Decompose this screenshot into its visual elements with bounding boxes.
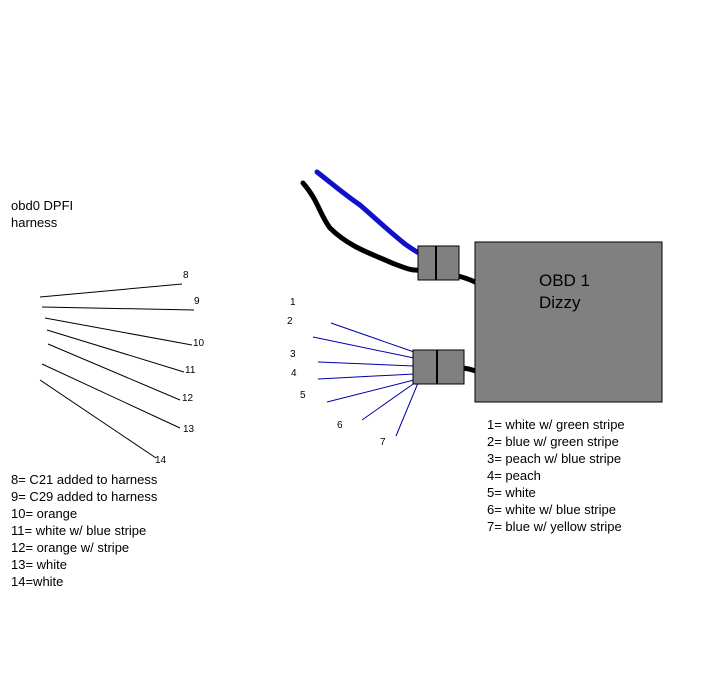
harness-wire-number-12: 12 bbox=[182, 393, 194, 404]
dizzy-legend-item: 3= peach w/ blue stripe bbox=[487, 451, 622, 466]
dizzy-pin-wires bbox=[312, 322, 419, 437]
dizzy-legend-item: 6= white w/ blue stripe bbox=[487, 502, 616, 517]
dizzy-legend-item: 2= blue w/ green stripe bbox=[487, 434, 619, 449]
harness-legend-item: 12= orange w/ stripe bbox=[11, 540, 130, 555]
pin-wire-3 bbox=[312, 336, 415, 359]
dizzy-wire-number-1: 1 bbox=[290, 297, 296, 308]
dizzy-legend-item: 1= white w/ green stripe bbox=[487, 417, 625, 432]
black-cable-upper bbox=[300, 180, 422, 273]
dizzy-label-line-1: OBD 1 bbox=[539, 271, 591, 290]
harness-wire-number-8: 8 bbox=[183, 270, 189, 281]
harness-legend-item: 9= C29 added to harness bbox=[11, 489, 158, 504]
pin-wire-4 bbox=[317, 361, 415, 367]
harness-wire-9 bbox=[41, 306, 195, 311]
dizzy-legend-item: 5= white bbox=[487, 485, 536, 500]
pin-wire-6 bbox=[326, 379, 415, 403]
dizzy-wire-number-6: 6 bbox=[337, 420, 343, 431]
dizzy-label-line-2: Dizzy bbox=[539, 293, 581, 312]
upper-connector bbox=[417, 245, 460, 281]
harness-wire-number-11: 11 bbox=[185, 365, 196, 376]
dizzy-wire-number-3: 3 bbox=[290, 349, 296, 360]
harness-wire-10 bbox=[44, 317, 193, 346]
dizzy-legend-item: 4= peach bbox=[487, 468, 541, 483]
harness-wire-number-9: 9 bbox=[194, 296, 200, 307]
harness-wire-number-14: 14 bbox=[155, 455, 167, 466]
dizzy-wire-number-7: 7 bbox=[380, 437, 386, 448]
harness-wire-12 bbox=[47, 343, 181, 401]
dizzy-legend-item: 7= blue w/ yellow stripe bbox=[487, 519, 622, 534]
harness-wire-14 bbox=[39, 379, 157, 459]
harness-legend-item: 14=white bbox=[11, 574, 64, 589]
harness-wire-number-10: 10 bbox=[193, 338, 205, 349]
pin-wire-2 bbox=[330, 322, 415, 353]
pin-wire-8 bbox=[395, 382, 419, 437]
harness-wire-8 bbox=[39, 283, 183, 298]
dizzy-wire-number-2: 2 bbox=[287, 316, 293, 327]
harness-legend-item: 10= orange bbox=[11, 506, 78, 521]
dizzy-wire-number-4: 4 bbox=[291, 368, 297, 379]
harness-legend-item: 11= white w/ blue stripe bbox=[11, 523, 147, 538]
harness-wire-11 bbox=[46, 329, 185, 373]
harness-wire-13 bbox=[41, 363, 181, 429]
lower-connector bbox=[412, 349, 465, 385]
harness-legend-item: 13= white bbox=[11, 557, 68, 572]
pin-wire-5 bbox=[317, 373, 415, 380]
blue-cable bbox=[314, 169, 422, 256]
harness-title-line-2: harness bbox=[11, 215, 58, 230]
harness-wire-number-13: 13 bbox=[183, 424, 195, 435]
left-harness-wires bbox=[39, 283, 195, 459]
harness-legend-item: 8= C21 added to harness bbox=[11, 472, 158, 487]
pin-wire-7 bbox=[361, 381, 417, 421]
dizzy-body bbox=[474, 241, 663, 403]
dizzy-wire-number-5: 5 bbox=[300, 390, 306, 401]
harness-title-line-1: obd0 DPFI bbox=[11, 198, 74, 213]
